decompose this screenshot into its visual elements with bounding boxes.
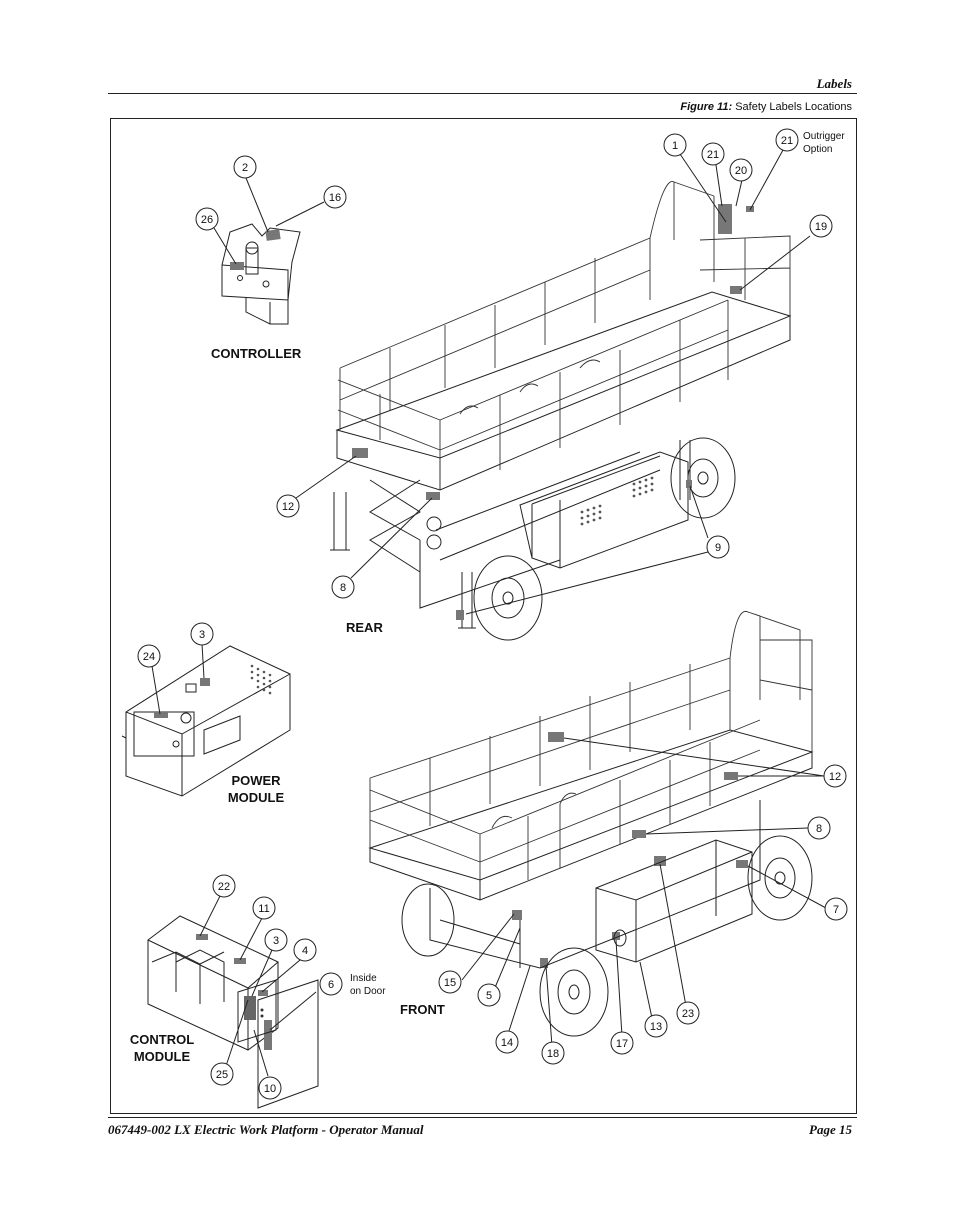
outrigger-note-line1: Outrigger xyxy=(803,131,845,142)
figure-number: Figure 11: xyxy=(680,101,733,113)
callout-23: 23 xyxy=(676,1001,700,1025)
footer-page-number: Page 15 xyxy=(809,1122,852,1137)
callout-17: 17 xyxy=(610,1031,634,1055)
callout-12-front: 12 xyxy=(823,764,847,788)
callout-3-control: 3 xyxy=(264,928,288,952)
callout-14: 14 xyxy=(495,1030,519,1054)
callout-1: 1 xyxy=(663,133,687,157)
svg-text:16: 16 xyxy=(329,192,341,204)
svg-text:20: 20 xyxy=(735,165,747,177)
control-leader-lines xyxy=(199,895,317,1077)
callout-21-a: 21 xyxy=(701,142,725,166)
outrigger-note-line2: Option xyxy=(803,144,832,155)
svg-text:11: 11 xyxy=(258,903,269,915)
footer-rule xyxy=(108,1117,857,1118)
svg-text:6: 6 xyxy=(328,979,334,991)
callout-5: 5 xyxy=(477,983,501,1007)
controller-view-label: CONTROLLER xyxy=(211,346,302,361)
front-view-label: FRONT xyxy=(400,1002,445,1017)
callout-9: 9 xyxy=(706,535,730,559)
inside-door-note-line2: on Door xyxy=(350,986,386,997)
callout-26: 26 xyxy=(195,207,219,231)
callout-18: 18 xyxy=(541,1041,565,1065)
callout-3-power: 3 xyxy=(190,622,214,646)
svg-text:12: 12 xyxy=(282,501,294,513)
svg-text:8: 8 xyxy=(340,582,346,594)
svg-text:10: 10 xyxy=(264,1083,276,1095)
callout-8-rear: 8 xyxy=(331,575,355,599)
svg-text:13: 13 xyxy=(650,1021,662,1033)
callout-22: 22 xyxy=(212,874,236,898)
figure-frame xyxy=(110,118,857,1114)
svg-text:23: 23 xyxy=(682,1008,694,1020)
callout-25: 25 xyxy=(210,1062,234,1086)
power-view-label-line1: POWER xyxy=(231,773,281,788)
front-leader-lines xyxy=(461,737,827,1047)
figure-caption: Figure 11: Safety Labels Locations xyxy=(680,101,852,113)
svg-text:2: 2 xyxy=(242,162,248,174)
svg-text:5: 5 xyxy=(486,990,492,1002)
svg-text:1: 1 xyxy=(672,140,678,152)
footer-manual-title: 067449-002 LX Electric Work Platform - O… xyxy=(108,1122,424,1137)
callout-11: 11 xyxy=(252,896,276,920)
svg-text:22: 22 xyxy=(218,881,230,893)
callout-13: 13 xyxy=(644,1014,668,1038)
svg-text:24: 24 xyxy=(143,651,155,663)
svg-text:4: 4 xyxy=(302,945,308,957)
svg-text:21: 21 xyxy=(781,135,793,147)
svg-text:15: 15 xyxy=(444,977,456,989)
callout-15: 15 xyxy=(438,970,462,994)
callout-7: 7 xyxy=(824,897,848,921)
svg-text:18: 18 xyxy=(547,1048,559,1060)
power-module-drawing xyxy=(121,645,291,797)
svg-text:8: 8 xyxy=(816,823,822,835)
callout-12-rear: 12 xyxy=(276,494,300,518)
svg-text:9: 9 xyxy=(715,542,721,554)
callout-19: 19 xyxy=(809,214,833,238)
rear-leader-lines xyxy=(213,149,811,615)
callout-4: 4 xyxy=(293,938,317,962)
callout-16: 16 xyxy=(323,185,347,209)
power-leader-lines xyxy=(151,643,205,715)
section-title: Labels xyxy=(816,76,852,91)
svg-text:21: 21 xyxy=(707,149,719,161)
svg-text:12: 12 xyxy=(829,771,841,783)
rear-machine-drawing xyxy=(330,181,792,641)
power-view-label-line2: MODULE xyxy=(228,790,285,805)
callout-20: 20 xyxy=(729,158,753,182)
callout-24: 24 xyxy=(137,644,161,668)
svg-text:19: 19 xyxy=(815,221,827,233)
svg-text:25: 25 xyxy=(216,1069,228,1081)
svg-text:3: 3 xyxy=(199,629,205,641)
callout-21-b: 21 xyxy=(775,128,799,152)
svg-text:26: 26 xyxy=(201,214,213,226)
inside-door-note-line1: Inside xyxy=(350,973,377,984)
callout-10: 10 xyxy=(258,1076,282,1100)
controller-drawing xyxy=(221,223,301,325)
rear-view-label: REAR xyxy=(346,620,383,635)
control-view-label-line2: MODULE xyxy=(134,1049,191,1064)
front-machine-drawing xyxy=(368,610,814,1037)
svg-text:7: 7 xyxy=(833,904,839,916)
control-view-label-line1: CONTROL xyxy=(130,1032,194,1047)
callout-2: 2 xyxy=(233,155,257,179)
header-rule xyxy=(108,93,857,94)
callout-8-front: 8 xyxy=(807,816,831,840)
callout-6: 6 xyxy=(319,972,343,996)
figure-title: Safety Labels Locations xyxy=(735,101,852,113)
svg-text:14: 14 xyxy=(501,1037,513,1049)
svg-text:17: 17 xyxy=(616,1038,628,1050)
svg-text:3: 3 xyxy=(273,935,279,947)
